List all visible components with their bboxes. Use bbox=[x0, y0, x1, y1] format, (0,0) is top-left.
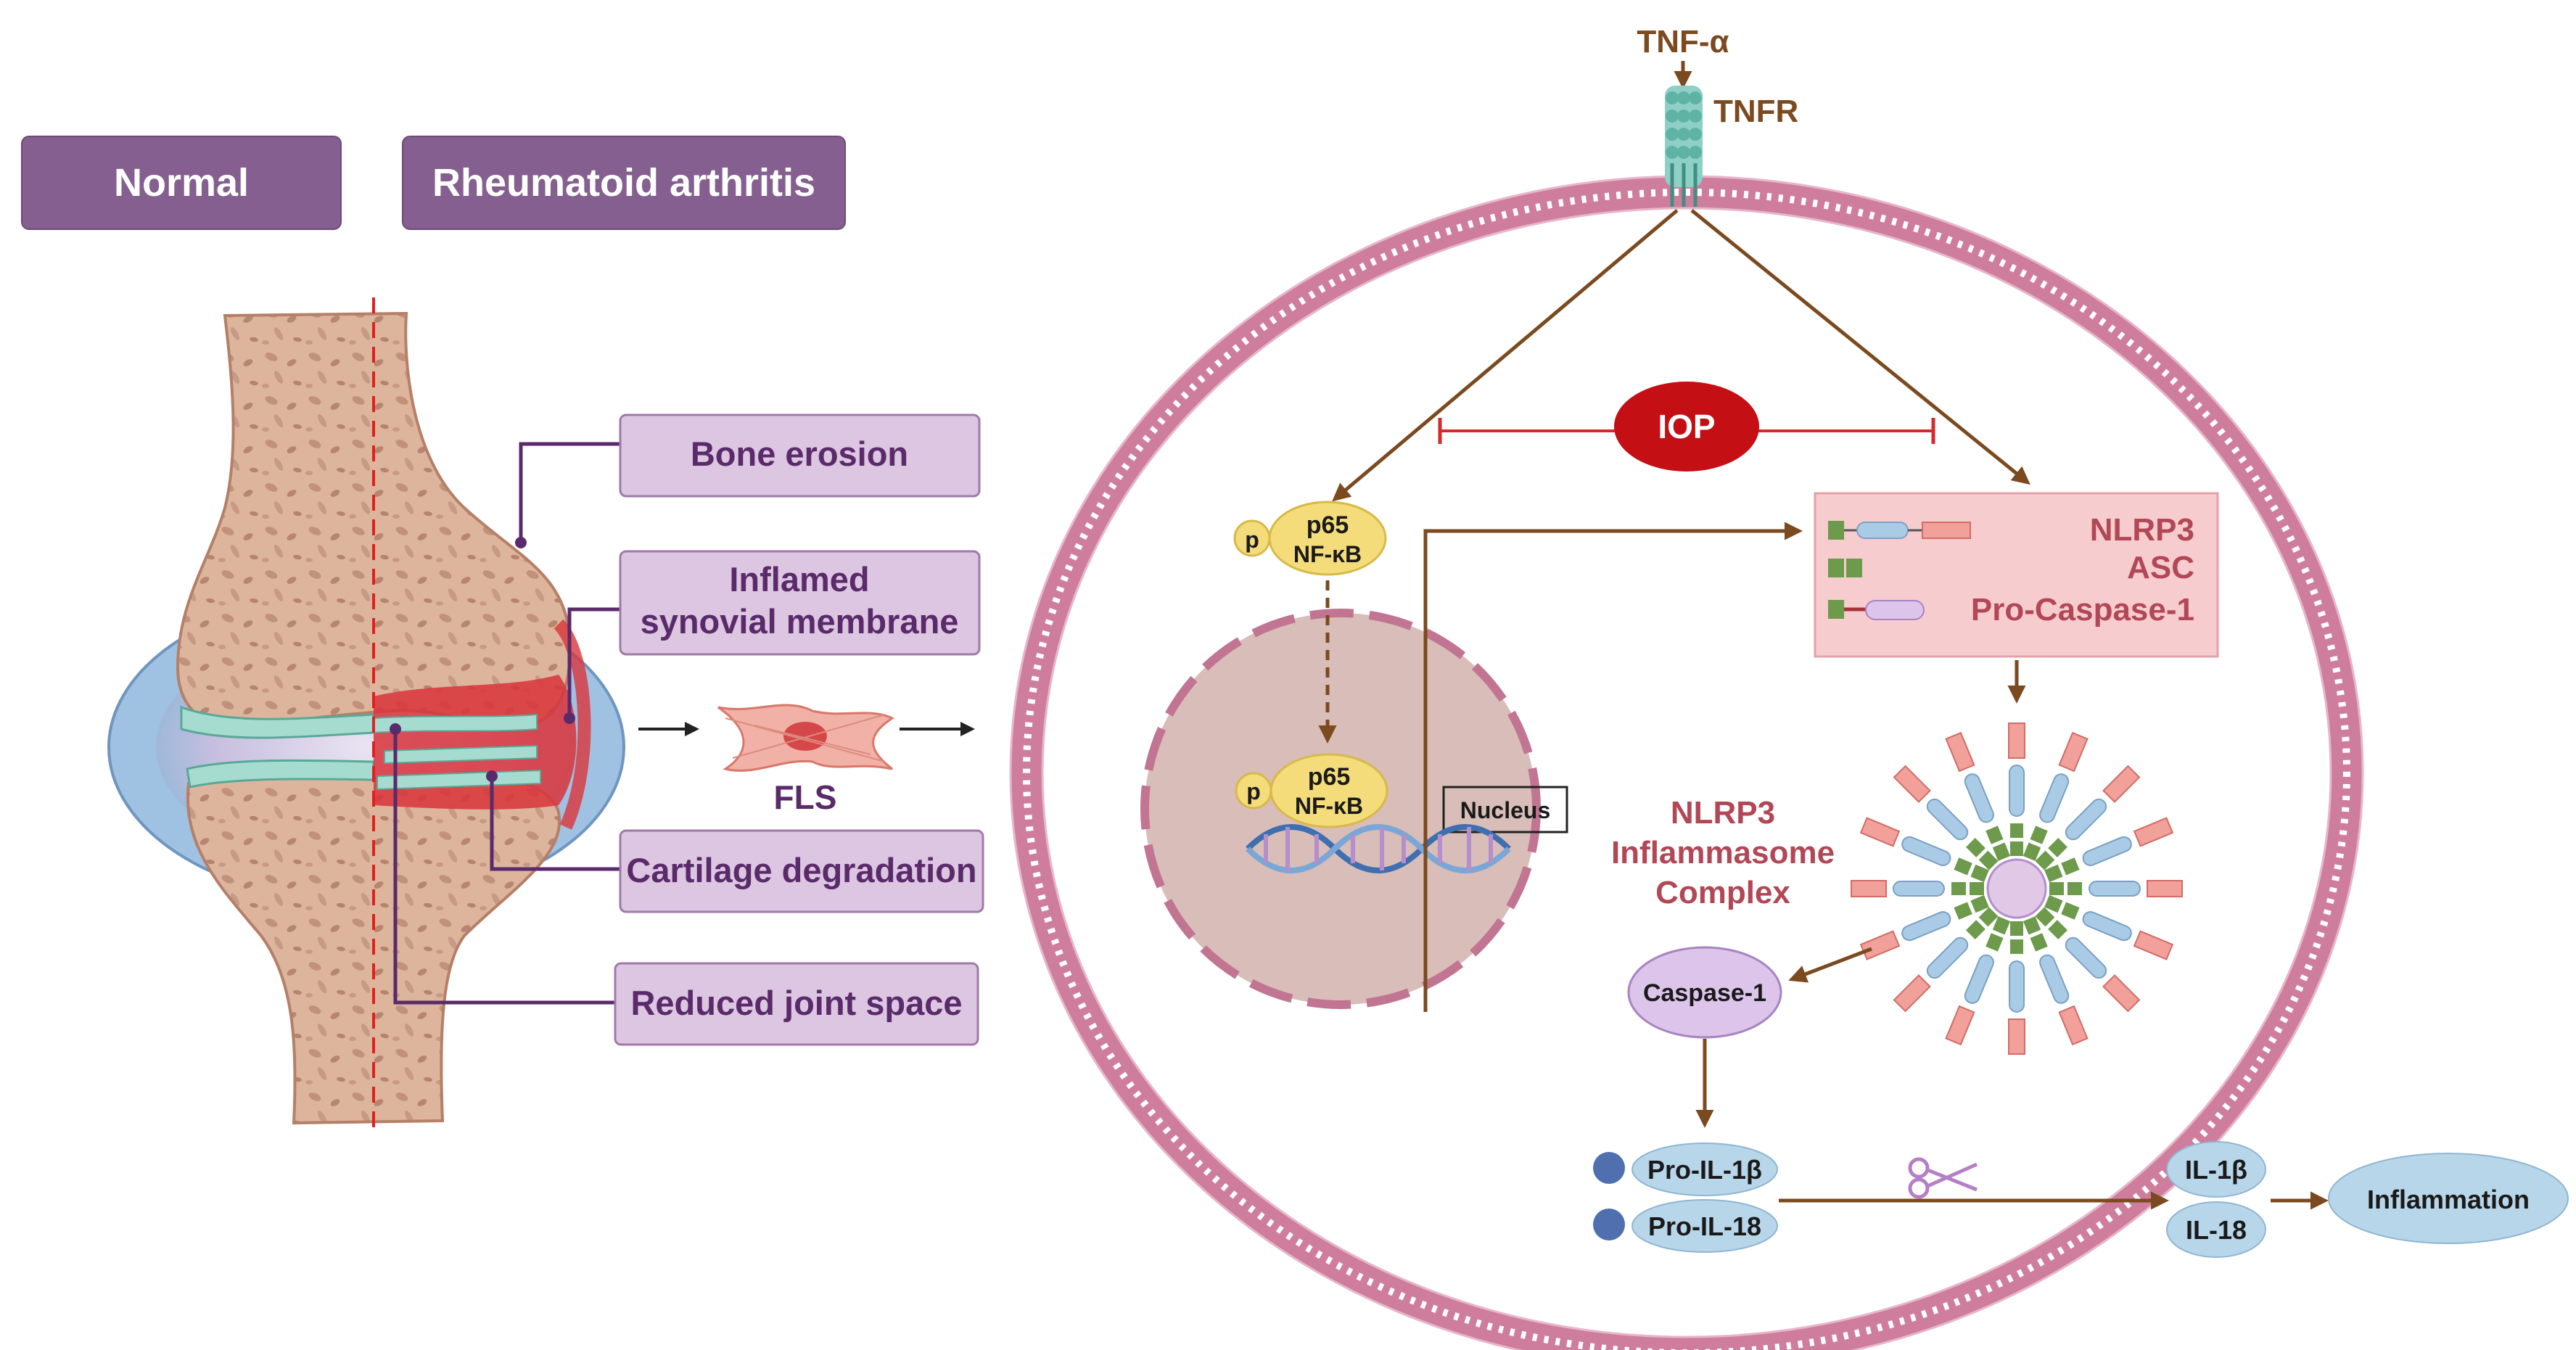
svg-text:Complex: Complex bbox=[1655, 875, 1790, 910]
arrow-tnfr-to-nlrp3 bbox=[1690, 209, 2030, 485]
svg-text:IOP: IOP bbox=[1658, 408, 1715, 445]
svg-text:p65: p65 bbox=[1306, 511, 1349, 539]
header-normal: Normal bbox=[21, 136, 342, 230]
svg-text:p: p bbox=[1245, 527, 1259, 553]
p65-nfkb-nuclear: p p65 NF-κB bbox=[1235, 753, 1388, 828]
svg-text:synovial membrane: synovial membrane bbox=[641, 602, 959, 641]
svg-text:Inflammasome: Inflammasome bbox=[1611, 835, 1835, 870]
p65-nfkb-cytoplasm: p p65 NF-κB bbox=[1233, 501, 1387, 576]
svg-text:Reduced joint space: Reduced joint space bbox=[630, 984, 962, 1022]
svg-text:NLRP3: NLRP3 bbox=[2090, 512, 2194, 548]
callout-cartilage-degradation: Cartilage degradation bbox=[619, 829, 984, 913]
pro-il-18: Pro-IL-18 bbox=[1593, 1199, 1778, 1253]
arrow-nucleus-to-nlrp3 bbox=[1423, 522, 1803, 1012]
svg-text:Rheumatoid arthritis: Rheumatoid arthritis bbox=[432, 161, 815, 205]
svg-text:Pro-IL-18: Pro-IL-18 bbox=[1648, 1211, 1761, 1241]
callout-reduced-joint-space: Reduced joint space bbox=[614, 962, 979, 1046]
svg-text:Nucleus: Nucleus bbox=[1460, 797, 1550, 823]
dna-icon bbox=[1246, 824, 1511, 873]
iop-badge: IOP bbox=[1614, 382, 1759, 472]
il-18: IL-18 bbox=[2166, 1201, 2266, 1258]
callout-bone-erosion: Bone erosion bbox=[619, 413, 981, 498]
svg-text:NF-κB: NF-κB bbox=[1293, 541, 1362, 567]
il-1beta: IL-1β bbox=[2166, 1141, 2266, 1198]
svg-text:Pro-IL-1β: Pro-IL-1β bbox=[1647, 1155, 1762, 1185]
caspase-1: Caspase-1 bbox=[1627, 946, 1782, 1039]
svg-text:p65: p65 bbox=[1308, 763, 1351, 791]
scissors-icon bbox=[1908, 1157, 1978, 1199]
fls-cell-icon bbox=[717, 704, 894, 772]
svg-text:ASC: ASC bbox=[2127, 550, 2194, 585]
svg-text:IL-18: IL-18 bbox=[2186, 1215, 2247, 1245]
svg-text:Cartilage degradation: Cartilage degradation bbox=[626, 851, 976, 889]
svg-text:Inflamed: Inflamed bbox=[729, 560, 869, 598]
inflammation: Inflammation bbox=[2328, 1153, 2569, 1244]
svg-text:IL-1β: IL-1β bbox=[2185, 1155, 2247, 1185]
inflamed-synovium bbox=[373, 619, 591, 830]
arrow-complex-to-caspase bbox=[1788, 947, 1872, 983]
fls-label: FLS bbox=[774, 778, 837, 816]
inflammasome-complex-label: NLRP3 Inflammasome Complex bbox=[1611, 795, 1835, 910]
nucleus-label: Nucleus bbox=[1442, 786, 1568, 834]
tnfr-label: TNFR bbox=[1713, 94, 1798, 129]
callout-pointers bbox=[390, 442, 620, 1005]
inflammasome-components-box: NLRP3 ASC Pro-Caspase-1 bbox=[1814, 492, 2219, 658]
svg-text:Caspase-1: Caspase-1 bbox=[1643, 979, 1766, 1007]
svg-text:Normal: Normal bbox=[114, 161, 249, 205]
tnfr-receptor-icon bbox=[1665, 86, 1703, 207]
arrow-tnfr-to-nfkb bbox=[1332, 209, 1679, 502]
svg-text:Pro-Caspase-1: Pro-Caspase-1 bbox=[1971, 592, 2194, 627]
inflammasome-complex-icon bbox=[1851, 723, 2183, 1055]
svg-text:Inflammation: Inflammation bbox=[2367, 1185, 2530, 1214]
header-rheumatoid-arthritis: Rheumatoid arthritis bbox=[402, 136, 846, 230]
svg-text:NF-κB: NF-κB bbox=[1295, 793, 1363, 819]
tnf-alpha-label: TNF-α bbox=[1637, 24, 1729, 59]
pro-il-1beta: Pro-IL-1β bbox=[1593, 1143, 1778, 1196]
svg-text:Bone erosion: Bone erosion bbox=[691, 435, 908, 473]
svg-text:NLRP3: NLRP3 bbox=[1671, 795, 1775, 831]
callout-inflamed-synovial-membrane: Inflamed synovial membrane bbox=[619, 550, 981, 656]
svg-text:p: p bbox=[1246, 778, 1261, 804]
